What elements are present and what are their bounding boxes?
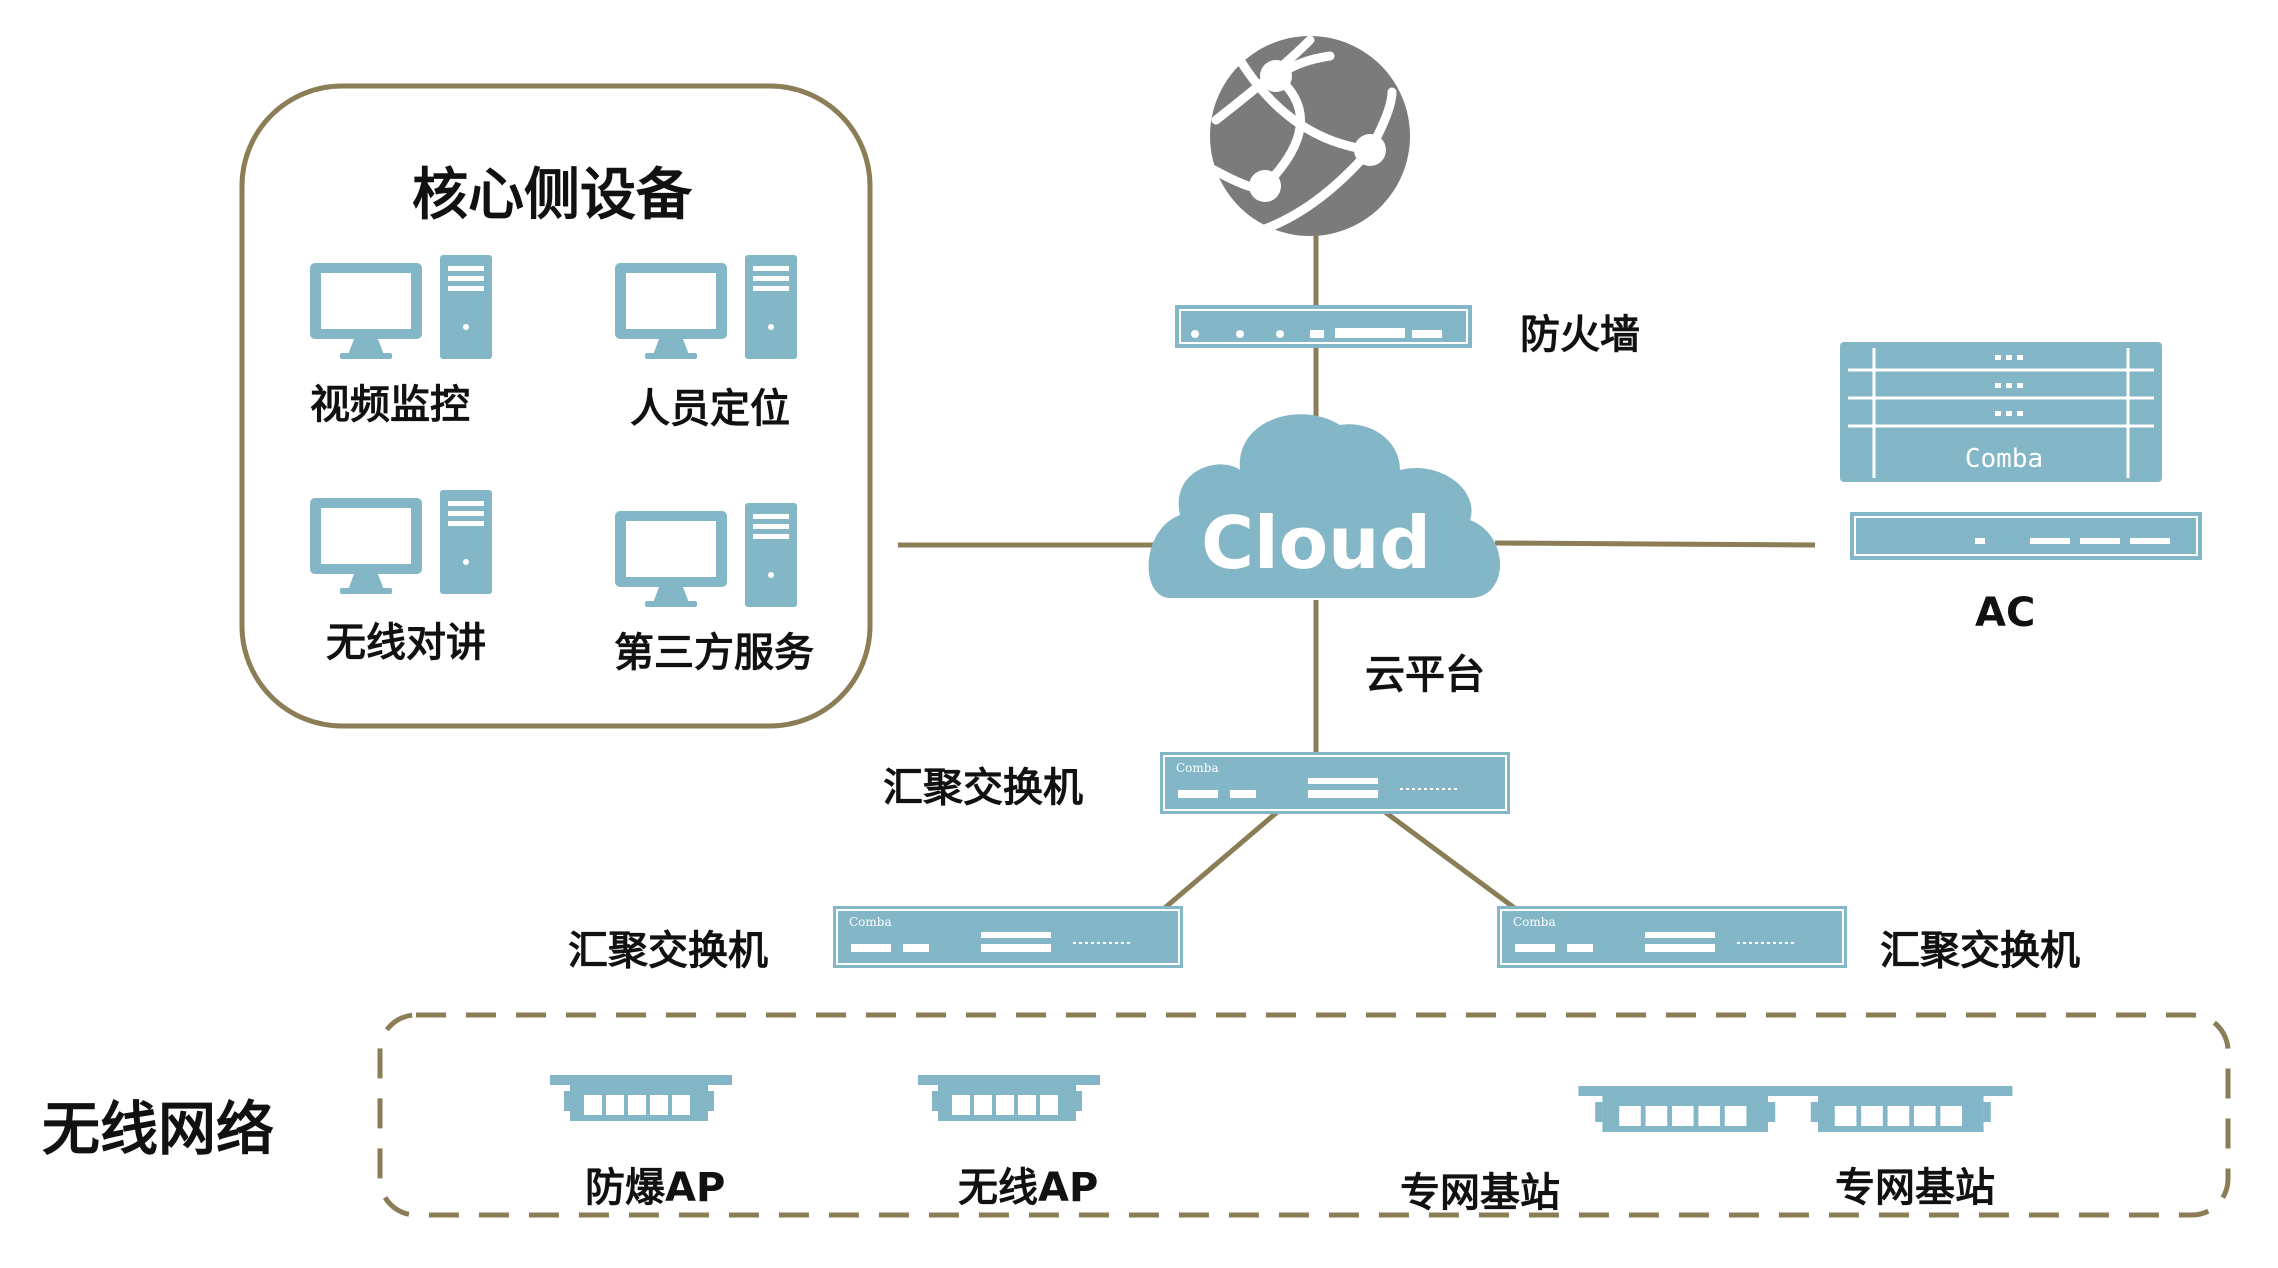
core-devices-box xyxy=(239,83,873,729)
switch-right-label: 汇聚交换机 xyxy=(1880,928,2080,974)
switch-top-label: 汇聚交换机 xyxy=(883,765,1083,811)
wireless-item-explosion-ap: 防爆AP xyxy=(585,1165,726,1211)
core-item-intercom: 无线对讲 xyxy=(326,620,486,666)
firewall-icon xyxy=(1175,305,1472,348)
ac-brand: Comba xyxy=(1965,444,2043,474)
wireless-item-wireless-ap: 无线AP xyxy=(958,1165,1099,1211)
cloud-text: Cloud xyxy=(1201,501,1431,585)
link-switch-left xyxy=(1158,806,1284,914)
wireless-ap-icon xyxy=(918,1075,1100,1121)
wireless-item-base-station-2: 专网基站 xyxy=(1835,1165,1995,1211)
wireless-item-base-station-1: 专网基站 xyxy=(1400,1170,1560,1216)
wireless-network-title: 无线网络 xyxy=(42,1095,275,1163)
ac-label: AC xyxy=(1975,590,2036,636)
link-switch-right xyxy=(1383,809,1522,915)
switch-right-icon xyxy=(1496,905,1848,969)
ac-device-icon: Comba xyxy=(1840,342,2202,560)
core-item-thirdparty: 第三方服务 xyxy=(614,630,814,676)
core-item-positioning: 人员定位 xyxy=(630,386,790,432)
link-cloud-ac xyxy=(1494,540,1816,548)
switch-left-label: 汇聚交换机 xyxy=(568,928,768,974)
firewall-label: 防火墙 xyxy=(1520,312,1640,358)
base-station-1-icon xyxy=(1578,1086,1797,1132)
pc-positioning-icon xyxy=(615,255,797,359)
core-item-video: 视频监控 xyxy=(310,382,470,428)
pc-intercom-icon xyxy=(310,490,492,594)
switch-left-icon xyxy=(832,905,1184,969)
cloud-platform-label: 云平台 xyxy=(1365,652,1485,698)
connection-lines xyxy=(898,228,1816,915)
pc-thirdparty-icon xyxy=(615,503,797,607)
explosion-proof-ap-icon xyxy=(550,1075,732,1121)
globe-icon xyxy=(1209,35,1410,236)
base-station-2-icon xyxy=(1794,1086,2013,1132)
cloud-icon: Cloud xyxy=(1148,414,1500,598)
wireless-network-box xyxy=(377,1012,2231,1218)
core-box-title: 核心侧设备 xyxy=(412,163,692,228)
switch-top-icon xyxy=(1159,751,1511,815)
pc-video-icon xyxy=(310,255,492,359)
